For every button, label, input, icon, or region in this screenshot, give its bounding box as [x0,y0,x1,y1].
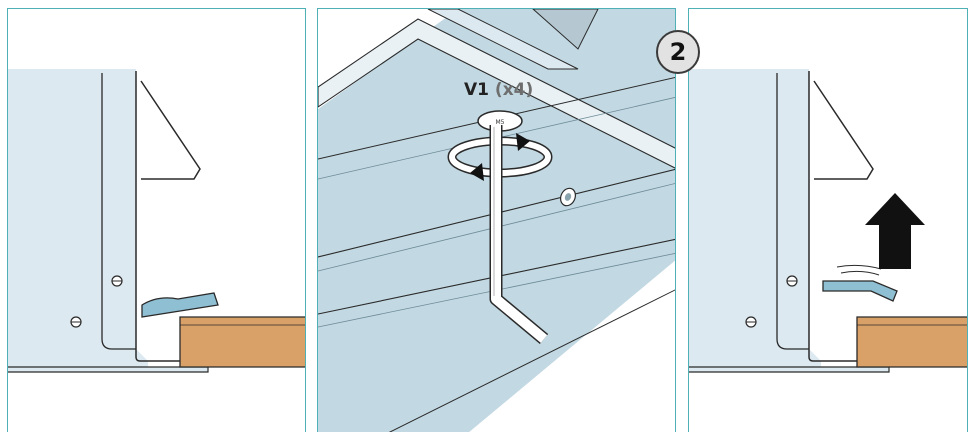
step-number-badge-2: 2 [656,30,700,74]
screw-icon [111,275,123,287]
worktop [856,316,967,368]
screw-detail-illustration: M5 [318,9,675,432]
step-1-illustration [8,69,305,373]
part-code: V1 [464,80,489,100]
panel-screw-detail: M5 [317,8,676,432]
svg-text:M5: M5 [496,119,505,126]
panel-step-2 [688,8,968,432]
screw-hole-icon [560,187,576,207]
part-callout-v1: V1 (x4) [464,80,533,100]
screw-icon: M5 [477,110,523,132]
screw-icon [786,275,798,287]
step-2-illustration [689,69,967,373]
lift-arrow-icon [865,193,925,269]
screw-icon [745,316,757,328]
panel-step-1 [7,8,306,432]
screw-icon [70,316,82,328]
worktop [179,316,305,368]
part-quantity: (x4) [494,80,534,100]
